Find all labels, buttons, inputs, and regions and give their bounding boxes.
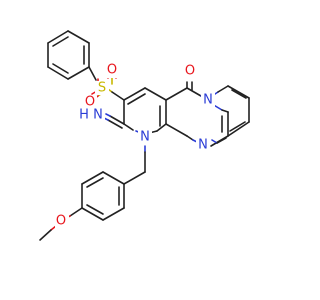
- molecule-structure: O S O O N N H N N O: [39, 30, 250, 241]
- atom-labels: O S O O N N H N N O: [55, 63, 215, 229]
- imine-group: [103, 113, 125, 129]
- imine-hydrogen: H: [79, 108, 89, 123]
- carbonyl-oxygen: O: [185, 64, 195, 79]
- pyridine-ring: [123, 87, 167, 134]
- phenyl-ring: [47, 30, 90, 80]
- benzyl-nitrogen: N: [140, 130, 150, 145]
- sulfur-atom: S: [98, 81, 106, 96]
- methoxy-oxygen: O: [56, 214, 66, 229]
- molecule-canvas: O S O O N N H N N O: [39, 30, 250, 241]
- sulfonyl-oxygen-left: O: [85, 95, 95, 110]
- fused-rings: [165, 81, 250, 147]
- ring-nitrogen: N: [203, 93, 213, 108]
- imine-nitrogen: N: [93, 108, 103, 123]
- sulfonyl-oxygen-top: O: [107, 63, 117, 78]
- pyrimidine-nitrogen: N: [198, 138, 208, 153]
- methoxybenzyl-group: [39, 145, 146, 241]
